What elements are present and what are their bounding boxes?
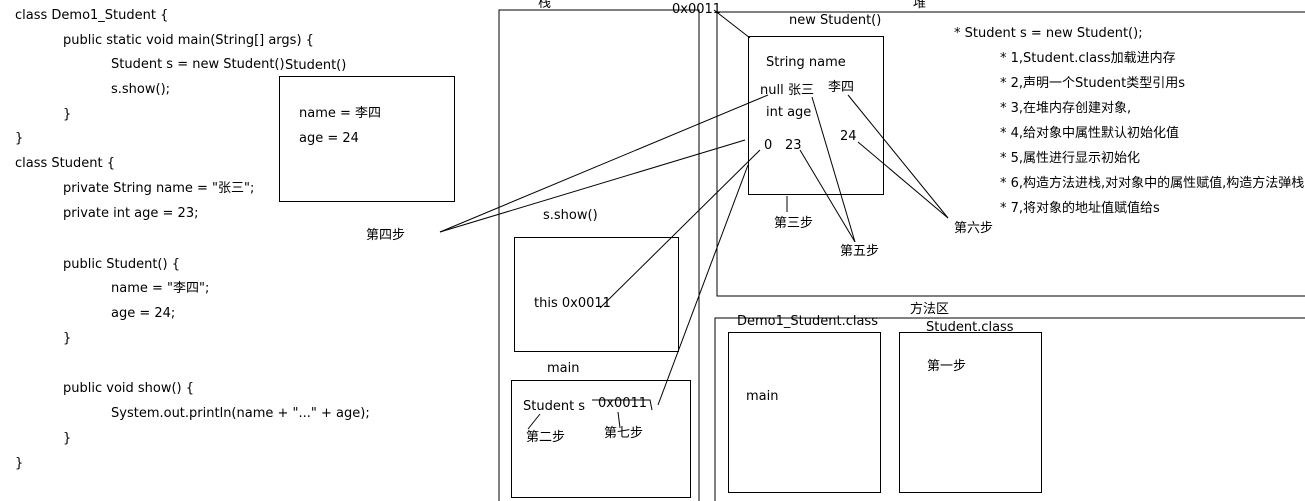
code-line-9: private int age = 23;: [63, 206, 199, 221]
name-null-value: null: [760, 83, 784, 98]
demo-class-main: main: [746, 389, 779, 404]
demo-class-box: [728, 332, 881, 493]
code-line-10: public Student() {: [63, 257, 180, 272]
code-line-14: public void show() {: [63, 381, 195, 396]
code-line-7: class Student {: [15, 156, 115, 171]
student-class-title: Student.class: [926, 320, 1014, 335]
code-line-16: }: [63, 431, 72, 446]
notes-title: * Student s = new Student();: [954, 26, 1143, 41]
show-frame-box: [514, 237, 679, 352]
note-item-2: * 2,声明一个Student类型引用s: [1000, 76, 1185, 91]
method-area-label: 方法区: [910, 302, 950, 317]
code-line-17: }: [15, 456, 24, 471]
student-object-box: [748, 36, 884, 195]
note-item-4: * 4,给对象中属性默认初始化值: [1000, 126, 1180, 141]
constructor-frame-box: [279, 76, 455, 202]
step2-label: 第二步: [526, 430, 566, 445]
step1-label: 第一步: [927, 359, 967, 374]
main-student-s: Student s: [523, 399, 586, 414]
heap-address: 0x0011: [672, 2, 722, 17]
note-item-7: * 7,将对象的地址值赋值给s: [1000, 201, 1160, 216]
name-zhangsan-value: 张三: [788, 83, 815, 98]
note-item-6: * 6,构造方法进栈,对对象中的属性赋值,构造方法弹栈: [1000, 176, 1305, 191]
step5-label: 第五步: [840, 244, 880, 259]
code-line-13: }: [63, 331, 72, 346]
constructor-name-assign: name = 李四: [299, 106, 382, 121]
main-address: 0x0011: [598, 396, 648, 411]
name-lisi-value: 李四: [828, 80, 855, 95]
note-item-3: * 3,在堆内存创建对象,: [1000, 101, 1132, 116]
step3-label: 第三步: [774, 216, 814, 231]
step6-label: 第六步: [954, 221, 994, 236]
code-line-8: private String name = "张三";: [63, 181, 255, 196]
step4-arrow-to-name: [439, 94, 769, 233]
demo-class-title: Demo1_Student.class: [737, 314, 878, 329]
show-frame-title: s.show(): [543, 208, 598, 223]
field-name-decl: String name: [766, 55, 846, 70]
code-line-1: class Demo1_Student {: [15, 8, 169, 23]
code-line-11: name = "李四";: [111, 281, 210, 296]
main-frame-title: main: [547, 361, 580, 376]
age-23-value: 23: [785, 138, 802, 153]
step7-label: 第七步: [604, 426, 644, 441]
main-frame-box: [511, 380, 691, 498]
age-zero-value: 0: [764, 138, 773, 153]
code-line-15: System.out.println(name + "..." + age);: [111, 406, 370, 421]
note-item-1: * 1,Student.class加载进内存: [1000, 51, 1176, 66]
code-line-5: }: [63, 107, 72, 122]
note-item-5: * 5,属性进行显示初始化: [1000, 151, 1141, 166]
code-line-4: s.show();: [111, 82, 171, 97]
code-line-3: Student s = new Student();: [111, 57, 289, 72]
object-title: new Student(): [789, 13, 882, 28]
heap-region-label: 堆: [913, 0, 927, 11]
constructor-age-assign: age = 24: [299, 131, 359, 146]
constructor-frame-title: Student(): [285, 58, 347, 74]
this-reference: this 0x0011: [534, 296, 611, 311]
code-line-2: public static void main(String[] args) {: [63, 33, 314, 48]
student-class-box: [899, 332, 1042, 493]
field-age-decl: int age: [766, 105, 812, 120]
step4-label: 第四步: [366, 228, 406, 243]
stack-region-label: 栈: [538, 0, 552, 11]
code-line-6: }: [15, 131, 24, 146]
code-line-12: age = 24;: [111, 306, 176, 321]
age-24-value: 24: [840, 129, 857, 144]
